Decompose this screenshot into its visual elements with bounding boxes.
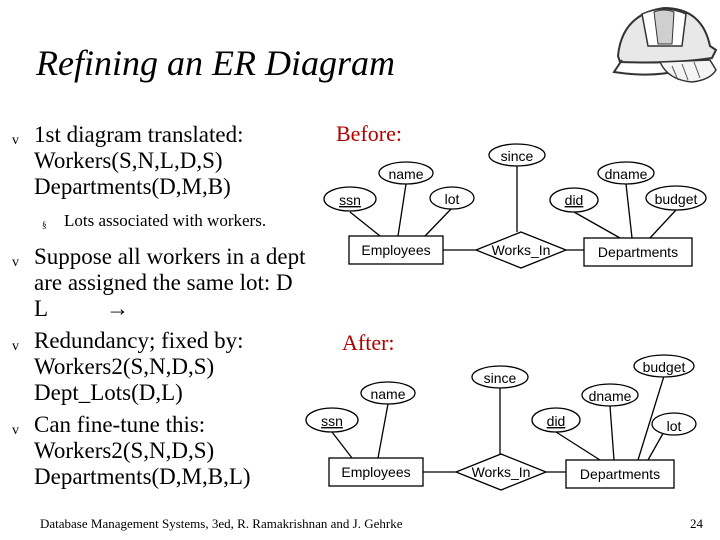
bullet-line: L→ (34, 296, 332, 322)
attr-since-label: since (501, 148, 534, 164)
attr-name-after-label: name (370, 386, 405, 402)
sub-bullet-mark: § (42, 220, 47, 230)
entity-departments-after-label: Departments (580, 466, 660, 482)
bullet-line: Can fine-tune this: (34, 412, 206, 437)
relationship-works-in-label: Works_In (492, 242, 551, 258)
bullet-list: v 1st diagram translated: Workers(S,N,L,… (12, 122, 332, 496)
before-heading: Before: (336, 121, 402, 146)
entity-departments-label: Departments (598, 244, 678, 260)
bullet-mark: v (12, 255, 19, 270)
attr-since (488, 143, 546, 167)
entity-employees-label: Employees (361, 242, 430, 258)
attr-budget-label: budget (655, 191, 698, 207)
attr-budget (645, 185, 707, 211)
bullet-line: Departments(D,M,B) (34, 174, 231, 199)
hard-hat-glove-icon (612, 6, 718, 83)
bullet-3: v Redundancy; fixed by: Workers2(S,N,D,S… (12, 328, 332, 406)
entity-employees (348, 235, 444, 265)
after-heading: After: (342, 330, 395, 355)
bullet-mark: v (12, 339, 19, 354)
bullet-line: Redundancy; fixed by: (34, 328, 244, 353)
attr-did-after (531, 407, 581, 433)
bullet-mark: v (12, 133, 19, 148)
bullet-4: v Can fine-tune this: Workers2(S,N,D,S) … (12, 412, 332, 490)
relationship-works-in-after (454, 453, 548, 491)
attr-dname-after (581, 383, 639, 407)
attr-ssn-after-label: ssn (321, 413, 343, 429)
attr-lot-after-label: lot (667, 418, 682, 434)
bullet-line: Suppose all workers in a dept (34, 244, 306, 269)
attr-lot-after (651, 412, 697, 436)
entity-departments-after (565, 459, 675, 489)
entity-employees-after-label: Employees (341, 464, 410, 480)
attr-ssn (323, 186, 377, 212)
attr-dname-label: dname (605, 166, 648, 182)
attr-did-label: did (565, 192, 584, 208)
bullet-line: Workers2(S,N,D,S) (34, 438, 215, 463)
sub-bullet-text: Lots associated with workers. (64, 211, 267, 230)
bullet-line: Departments(D,M,B,L) (34, 464, 251, 489)
attr-budget-after (633, 354, 695, 378)
attr-ssn-label: ssn (339, 192, 361, 208)
attr-since-after (471, 365, 529, 389)
attr-name (378, 161, 434, 185)
attr-lot (429, 186, 475, 210)
bullet-line: Workers2(S,N,D,S) (34, 354, 215, 379)
attr-name-after (360, 381, 416, 405)
attr-did (549, 187, 599, 213)
attr-dname-after-label: dname (589, 388, 632, 404)
page-title: Refining an ER Diagram (36, 43, 395, 83)
relationship-works-in-after-label: Works_In (472, 464, 531, 480)
bullet-line-text: L (34, 296, 49, 321)
attr-dname (597, 161, 655, 185)
bullet-mark: v (12, 423, 19, 438)
attr-did-after-label: did (547, 413, 566, 429)
bullet-line: 1st diagram translated: (34, 122, 244, 147)
attr-ssn-after (305, 407, 359, 433)
bullet-line: Workers(S,N,L,D,S) (34, 148, 223, 173)
footer-citation: Database Management Systems, 3ed, R. Ram… (40, 516, 403, 531)
attr-budget-after-label: budget (643, 359, 686, 375)
attr-lot-label: lot (445, 191, 460, 207)
attr-since-after-label: since (484, 370, 517, 386)
entity-departments (583, 237, 693, 267)
bullet-1: v 1st diagram translated: Workers(S,N,L,… (12, 122, 332, 200)
relationship-works-in (474, 231, 568, 269)
bullet-line: are assigned the same lot: D (34, 270, 293, 295)
entity-employees-after (328, 457, 424, 487)
arrow-icon: → (106, 296, 130, 321)
bullet-2: v Suppose all workers in a dept are assi… (12, 244, 332, 322)
page-number: 24 (690, 516, 703, 531)
bullet-line: Dept_Lots(D,L) (34, 380, 183, 405)
sub-bullet: § Lots associated with workers. (12, 208, 332, 234)
attr-name-label: name (388, 166, 423, 182)
